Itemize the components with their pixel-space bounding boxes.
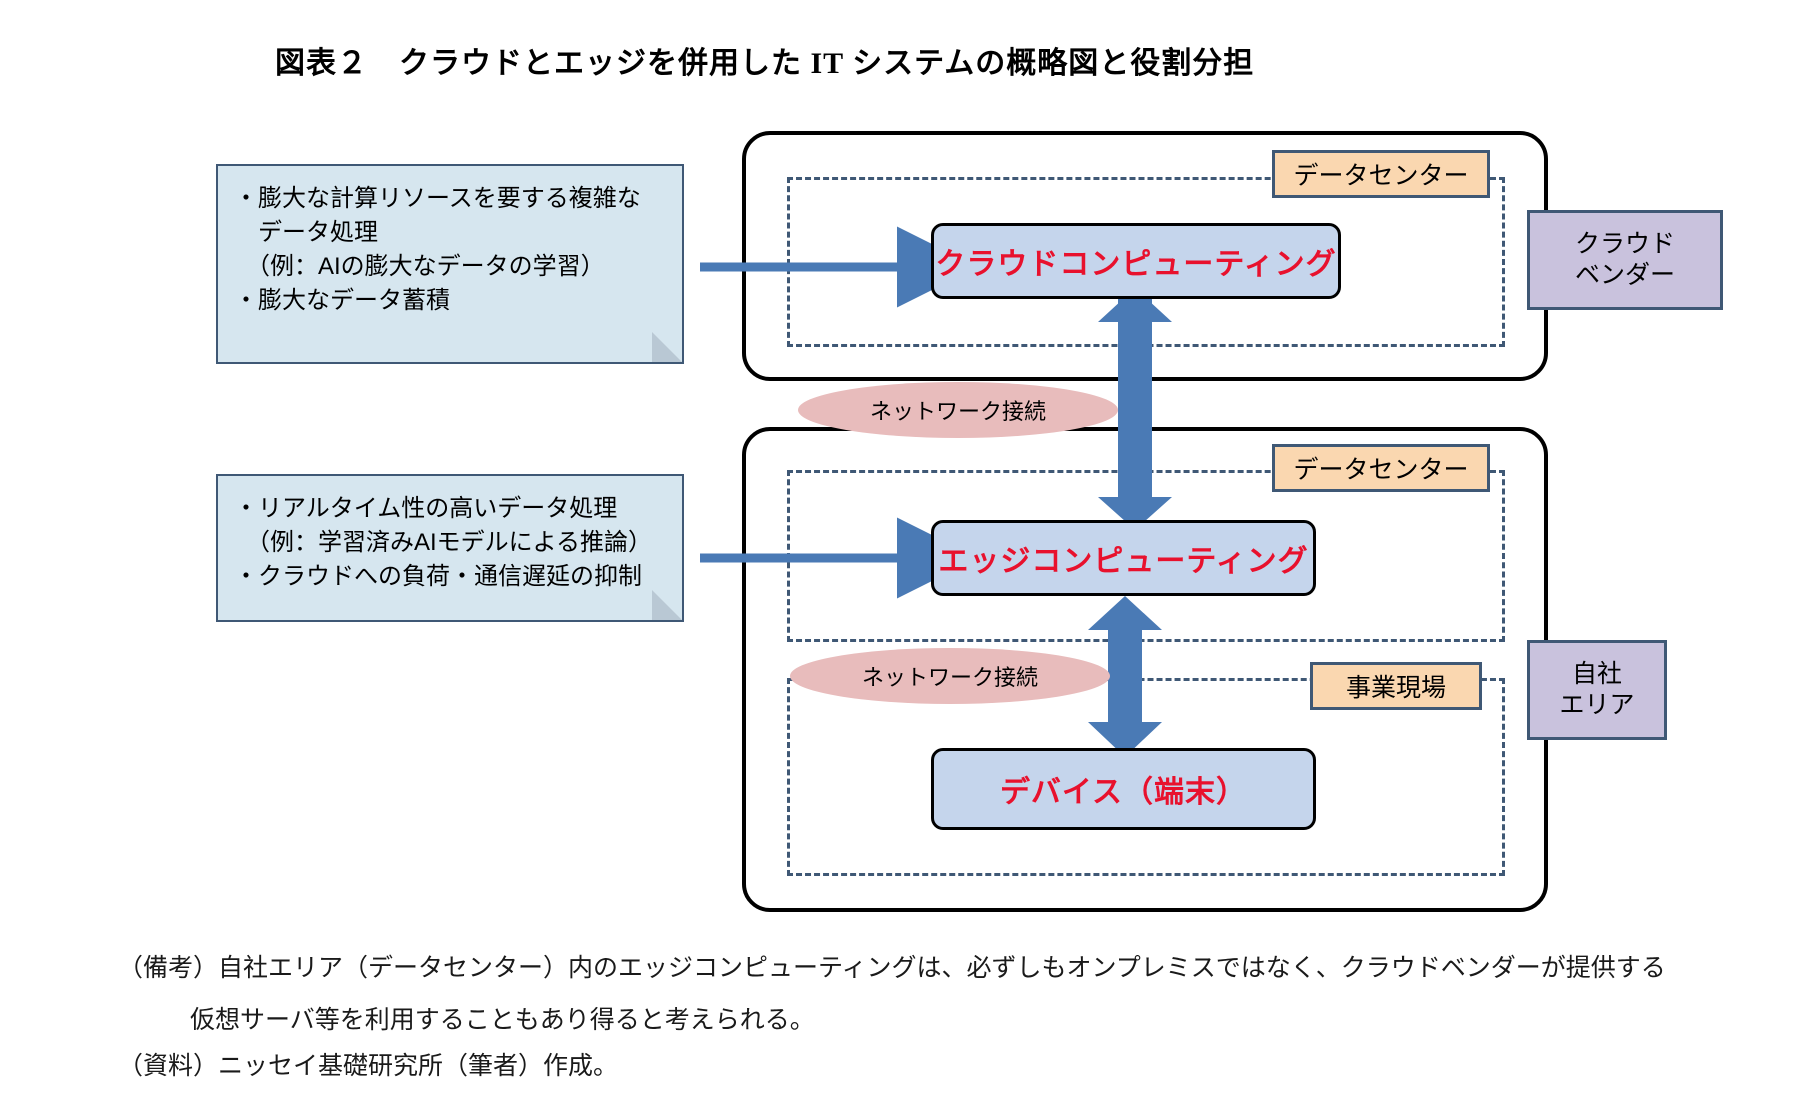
datacenter-label-edge: データセンター (1272, 444, 1490, 492)
remark-note-continued: 仮想サーバ等を利用することもあり得ると考えられる。 (190, 1007, 815, 1034)
edge-computing-box[interactable]: エッジコンピューティング (931, 520, 1316, 596)
page-title: 図表２ クラウドとエッジを併用した IT システムの概略図と役割分担 (275, 47, 1255, 80)
remark-note: （備考）自社エリア（データセンター）内のエッジコンピューティングは、必ずしもオン… (118, 955, 1666, 982)
callout-fold-corner (652, 332, 682, 362)
cloud-vendor-label: クラウド ベンダー (1527, 210, 1723, 310)
cloud-computing-box[interactable]: クラウドコンピューティング (931, 223, 1341, 299)
device-box[interactable]: デバイス（端末） (931, 748, 1316, 830)
edge-role-callout: ・リアルタイム性の高いデータ処理 （例：学習済みAIモデルによる推論） ・クラウ… (216, 474, 684, 622)
own-area-label-line1: 自社 (1571, 659, 1622, 688)
datacenter-label-cloud: データセンター (1272, 150, 1490, 198)
own-area-label-line2: エリア (1559, 691, 1635, 719)
cloud-role-callout: ・膨大な計算リソースを要する複雑な データ処理 （例：AIの膨大なデータの学習）… (216, 164, 684, 364)
cloud-vendor-label-line2: ベンダー (1574, 261, 1675, 289)
source-note: （資料）ニッセイ基礎研究所（筆者）作成。 (118, 1053, 619, 1080)
cloud-vendor-label-line1: クラウド (1574, 229, 1675, 258)
own-area-label: 自社 エリア (1527, 640, 1667, 740)
network-connection-ellipse-lower: ネットワーク接続 (790, 648, 1110, 704)
callout-fold-corner (652, 590, 682, 620)
network-connection-ellipse-upper: ネットワーク接続 (798, 382, 1118, 438)
site-label: 事業現場 (1310, 662, 1482, 710)
